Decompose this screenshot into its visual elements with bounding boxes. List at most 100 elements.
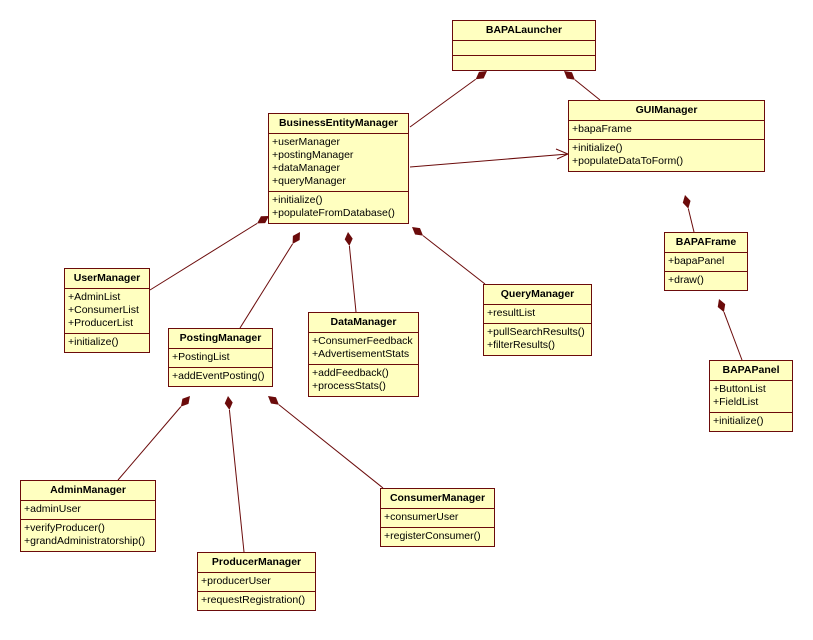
edge-launcher-gui [574,79,601,101]
operation: +populateDataToForm() [572,155,684,167]
attributes-section: +producerUser [198,573,315,592]
edge-bem-data [348,245,357,313]
class-consumermanager[interactable]: ConsumerManager +consumerUser +registerC… [380,488,495,547]
operation: +registerConsumer() [384,530,481,542]
attribute: +AdminList [68,291,121,303]
operation: +addEventPosting() [172,370,265,382]
edge-posting-admin [117,406,182,481]
attributes-section: +ConsumerFeedback +AdvertisementStats [309,333,418,365]
attribute: +ConsumerFeedback [312,335,413,347]
attributes-section: +ButtonList +FieldList [710,381,792,413]
operations-section: +initialize() [65,334,149,352]
operation: +draw() [668,274,704,286]
attribute: +FieldList [713,396,759,408]
operation: +addFeedback() [312,367,389,379]
composition-diamond [564,71,575,80]
class-datamanager[interactable]: DataManager +ConsumerFeedback +Advertise… [308,312,419,397]
attributes-section: +bapaPanel [665,253,747,272]
class-name: QueryManager [484,285,591,305]
attribute: +bapaPanel [668,255,725,267]
attribute: +ProducerList [68,317,134,329]
class-name: DataManager [309,313,418,333]
attribute: +PostingList [172,351,230,363]
attributes-section: +adminUser [21,501,155,520]
attribute: +adminUser [24,503,81,515]
attribute: +ConsumerList [68,304,139,316]
attributes-section: +resultList [484,305,591,324]
class-name: BAPAPanel [710,361,792,381]
operation: +filterResults() [487,339,555,351]
operation: +verifyProducer() [24,522,105,534]
edge-frame-panel [723,311,743,361]
operation: +initialize() [68,336,119,348]
class-producermanager[interactable]: ProducerManager +producerUser +requestRe… [197,552,316,611]
attribute: +producerUser [201,575,271,587]
operations-section: +initialize() +populateFromDatabase() [269,192,408,223]
attributes-section: +AdminList +ConsumerList +ProducerList [65,289,149,334]
attributes-section: +userManager +postingManager +dataManage… [269,134,408,192]
class-name: GUIManager [569,101,764,121]
operations-section [453,56,595,70]
edge-bem-query [422,235,486,285]
attributes-section: +PostingList [169,349,272,368]
operations-section: +registerConsumer() [381,528,494,546]
composition-diamond [257,216,269,224]
operations-section: +draw() [665,272,747,290]
operation: +populateFromDatabase() [272,207,395,219]
attribute: +userManager [272,136,340,148]
composition-diamond [344,232,353,246]
composition-diamond [292,232,300,244]
attribute: +AdvertisementStats [312,348,410,360]
composition-diamond [412,227,424,236]
composition-diamond [682,195,691,209]
class-adminmanager[interactable]: AdminManager +adminUser +verifyProducer(… [20,480,156,552]
operation: +requestRegistration() [201,594,306,606]
operation: +grandAdministratorship() [24,535,146,547]
class-postingmanager[interactable]: PostingManager +PostingList +addEventPos… [168,328,273,387]
composition-diamond [475,71,487,80]
operations-section: +requestRegistration() [198,592,315,610]
operations-section: +verifyProducer() +grandAdministratorshi… [21,520,155,551]
class-bapapanel[interactable]: BAPAPanel +ButtonList +FieldList +initia… [709,360,793,432]
class-name: PostingManager [169,329,272,349]
attribute: +queryManager [272,175,346,187]
class-bapalauncher[interactable]: BAPALauncher [452,20,596,71]
attribute: +bapaFrame [572,123,632,135]
class-name: UserManager [65,269,149,289]
class-querymanager[interactable]: QueryManager +resultList +pullSearchResu… [483,284,592,356]
class-bapaframe[interactable]: BAPAFrame +bapaPanel +draw() [664,232,748,291]
class-businessentitymanager[interactable]: BusinessEntityManager +userManager +post… [268,113,409,224]
class-usermanager[interactable]: UserManager +AdminList +ConsumerList +Pr… [64,268,150,353]
edge-bem-gui [409,153,569,168]
composition-diamond [268,396,279,405]
operation: +initialize() [272,194,323,206]
attribute: +consumerUser [384,511,459,523]
operation: +pullSearchResults() [487,326,585,338]
operation: +processStats() [312,380,386,392]
class-guimanager[interactable]: GUIManager +bapaFrame +initialize() +pop… [568,100,765,172]
composition-diamond [224,396,233,410]
operations-section: +initialize() +populateDataToForm() [569,140,764,171]
attributes-section [453,41,595,56]
class-name: ConsumerManager [381,489,494,509]
attribute: +ButtonList [713,383,766,395]
attribute: +resultList [487,307,536,319]
class-name: BusinessEntityManager [269,114,408,134]
attribute: +postingManager [272,149,354,161]
class-name: BAPALauncher [453,21,595,41]
operations-section: +addEventPosting() [169,368,272,386]
class-name: ProducerManager [198,553,315,573]
operations-section: +addFeedback() +processStats() [309,365,418,396]
class-name: AdminManager [21,481,155,501]
composition-diamond [180,396,190,407]
attributes-section: +consumerUser [381,509,494,528]
edge-bem-user [149,222,258,291]
operations-section: +initialize() [710,413,792,431]
operations-section: +pullSearchResults() +filterResults() [484,324,591,355]
attribute: +dataManager [272,162,341,174]
class-name: BAPAFrame [665,233,747,253]
edge-bem-posting [239,243,294,329]
edge-launcher-bem [409,78,476,128]
composition-diamond [717,299,726,313]
